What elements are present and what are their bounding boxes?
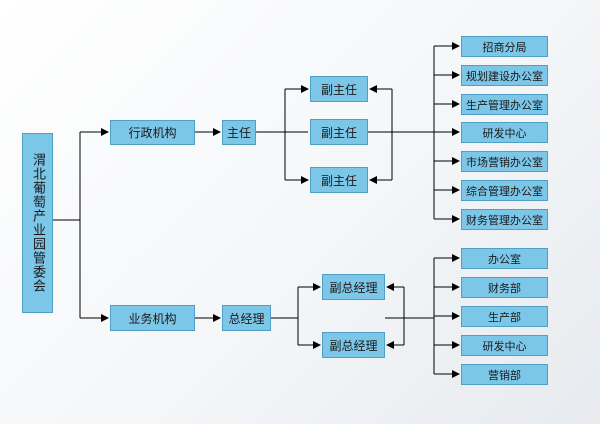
- admin-dept-node-3: 生产管理办公室: [461, 94, 548, 115]
- admin-deputy-node-2: 副主任: [310, 119, 368, 145]
- admin-head-node: 主任: [222, 120, 256, 145]
- admin-dept-node-5: 市场营销办公室: [461, 151, 548, 172]
- business-dept-node-2: 财务部: [461, 277, 548, 298]
- admin-deputy-node-3: 副主任: [310, 167, 368, 193]
- admin-dept-node-2: 规划建设办公室: [461, 65, 548, 86]
- admin-dept-node-1: 招商分局: [461, 36, 548, 57]
- business-dept-node-1: 办公室: [461, 248, 548, 269]
- business-deputy-node-2: 副总经理: [322, 332, 385, 358]
- business-branch-node: 业务机构: [110, 305, 195, 331]
- root-node: 渭北葡萄产业园管委会: [22, 133, 53, 313]
- admin-branch-node: 行政机构: [110, 120, 195, 145]
- business-dept-node-4: 研发中心: [461, 335, 548, 356]
- business-dept-node-5: 营销部: [461, 364, 548, 385]
- business-deputy-node-1: 副总经理: [322, 274, 385, 300]
- admin-dept-node-4: 研发中心: [461, 122, 548, 143]
- business-dept-node-3: 生产部: [461, 306, 548, 327]
- business-head-node: 总经理: [222, 305, 271, 331]
- admin-deputy-node-1: 副主任: [310, 76, 368, 102]
- admin-dept-node-6: 综合管理办公室: [461, 180, 548, 201]
- admin-dept-node-7: 财务管理办公室: [461, 209, 548, 230]
